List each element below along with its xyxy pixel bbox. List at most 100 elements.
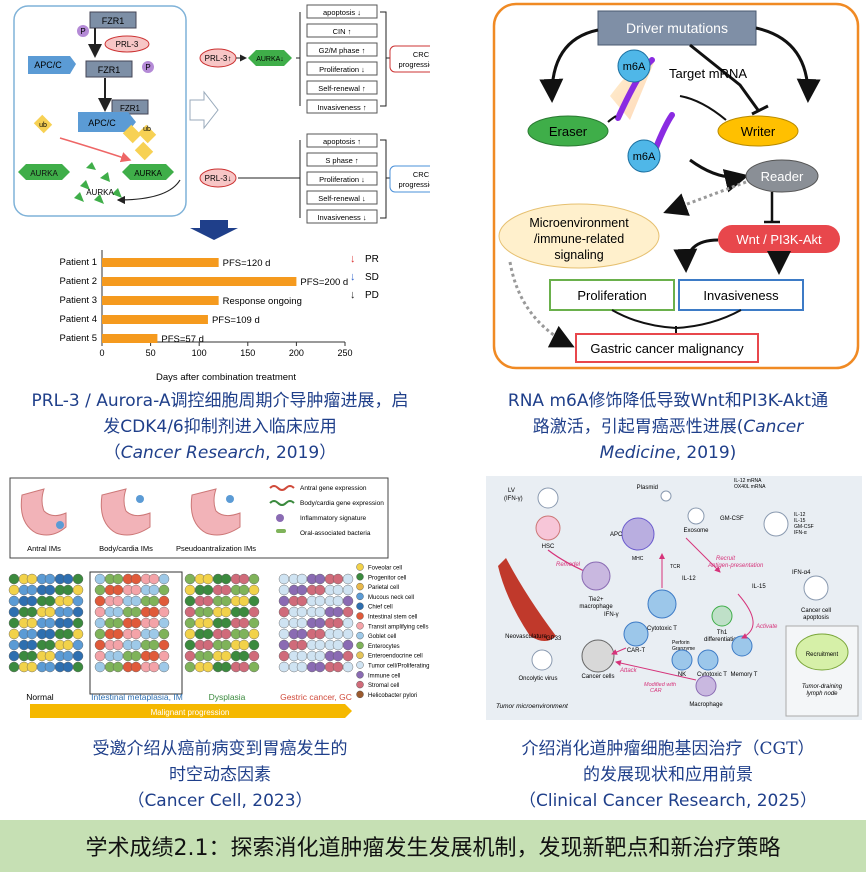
gland-cell [112, 661, 124, 673]
svg-text:G2/M phase ↑: G2/M phase ↑ [319, 46, 366, 55]
svg-text:GM-CSF: GM-CSF [720, 516, 744, 522]
gland-cell [184, 584, 196, 596]
svg-text:m6A: m6A [623, 61, 646, 73]
svg-text:Recruitment: Recruitment [806, 652, 839, 658]
gland-cell [296, 639, 308, 651]
gland-cell [72, 573, 84, 585]
prl3-label: PRL-3 [116, 40, 139, 49]
m6a-dot-1 [617, 49, 651, 83]
down-outcomes: apoptosis ↑ S phase ↑ Proliferation ↓ Se… [306, 133, 378, 224]
svg-text:HSC: HSC [542, 544, 555, 550]
gland-cell [314, 617, 326, 629]
legend-swatch [356, 651, 364, 659]
gland-cell [202, 628, 214, 640]
gland-cell [342, 661, 354, 673]
gland-cell [332, 617, 344, 629]
gland-cell [278, 584, 290, 596]
gland-cell [72, 617, 84, 629]
legend-swatch [356, 592, 364, 601]
aurka-hex-1 [18, 164, 70, 180]
legend-swatch [356, 573, 364, 581]
svg-text:CRC: CRC [413, 170, 430, 179]
gland-cell [278, 661, 290, 673]
gland-cell [148, 628, 160, 640]
cancer-cells [581, 639, 615, 673]
svg-text:Cytotoxic T: Cytotoxic T [647, 626, 677, 632]
svg-text:Antigen-presentation: Antigen-presentation [707, 563, 764, 569]
gland-cell [130, 584, 142, 596]
x-tick-label: 200 [289, 348, 304, 358]
gland-cell [94, 584, 106, 596]
svg-text:Recruit: Recruit [716, 556, 735, 562]
gland-cell [202, 661, 214, 673]
legend-swatch [356, 622, 364, 630]
svg-text:Oncolytic virus: Oncolytic virus [518, 676, 557, 682]
gland-cell [220, 606, 232, 618]
svg-text:progression ↑: progression ↑ [398, 60, 430, 69]
panel-m6a: Driver mutations m6A m6A Target mRNA Era… [490, 0, 862, 374]
degraded-aurka [74, 162, 122, 204]
gland-cell [314, 606, 326, 618]
gland-cell [278, 617, 290, 629]
gland-cell [184, 661, 196, 673]
neovasculature-shape [498, 558, 556, 641]
svg-text:APC: APC [610, 532, 623, 538]
gland-cell [296, 595, 308, 607]
gland-cell [248, 639, 260, 651]
gland-cell [332, 639, 344, 651]
x-tick-label: 250 [337, 348, 352, 358]
svg-text:IFN-γ: IFN-γ [604, 612, 619, 618]
svg-text:Reader: Reader [761, 169, 804, 184]
legend-label: Stromal cell [368, 683, 399, 689]
gland-cell [130, 617, 142, 629]
swimmer-legend: ↓ PR ↓ SD ↓ PD [350, 253, 379, 301]
svg-text:PR: PR [365, 254, 379, 265]
legend-label: Intestinal stem cell [368, 615, 417, 621]
gland-cell [44, 617, 56, 629]
bar-label: PFS=200 d [300, 277, 348, 288]
gland-cell [202, 650, 214, 662]
gland-cell [342, 595, 354, 607]
gland-cell [314, 573, 326, 585]
gland-cell [94, 617, 106, 629]
gland-cell [26, 639, 38, 651]
svg-text:Malignant progression: Malignant progression [151, 708, 230, 717]
gland-cell [220, 628, 232, 640]
gland-cell [202, 573, 214, 585]
gland-cell [184, 573, 196, 585]
gland-cell [314, 661, 326, 673]
gland-cell [278, 650, 290, 662]
svg-text:AURKA: AURKA [30, 169, 58, 178]
stage-labels: Normal Intestinal metaplasia, IM Dysplas… [26, 692, 352, 702]
gland-cell [248, 661, 260, 673]
malignancy-box [575, 333, 759, 363]
caption-panel1: PRL-3 / Aurora-A调控细胞周期介导肿瘤进展，启 发CDK4/6抑制… [31, 391, 409, 463]
legend-swatch [356, 690, 364, 699]
gland-cell [112, 617, 124, 629]
svg-text:TCR: TCR [670, 564, 681, 570]
gland-cell [158, 617, 170, 629]
svg-text:m6A: m6A [633, 151, 656, 163]
gland-cell [8, 628, 20, 640]
gland-cell [130, 573, 142, 585]
svg-text:apoptosis ↑: apoptosis ↑ [323, 137, 361, 146]
svg-text:Remodel: Remodel [556, 562, 581, 568]
gland-cell [72, 661, 84, 673]
gland-cell [8, 595, 20, 607]
gland-cell [148, 650, 160, 662]
svg-text:Neovasculature: Neovasculature [505, 634, 547, 640]
panel-gastric: Antral IMs Body/cardia IMs Pseudoantrali… [0, 475, 440, 725]
reader-oval [745, 159, 819, 193]
bar-label: PFS=120 d [223, 258, 271, 269]
apc-cell [621, 517, 655, 551]
gland-cell [158, 584, 170, 596]
gland-cell [220, 595, 232, 607]
svg-text:IL-12: IL-12 [794, 512, 806, 518]
svg-text:PD: PD [365, 290, 379, 301]
patient-label: Patient 4 [60, 314, 98, 325]
gland-illustrations [8, 573, 354, 673]
banner-text: 学术成绩2.1：探索消化道肿瘤发生发展机制，发现新靶点和新治疗策略 [85, 836, 781, 861]
gland-cell [44, 639, 56, 651]
gland-cell [296, 573, 308, 585]
gland-cell [296, 650, 308, 662]
